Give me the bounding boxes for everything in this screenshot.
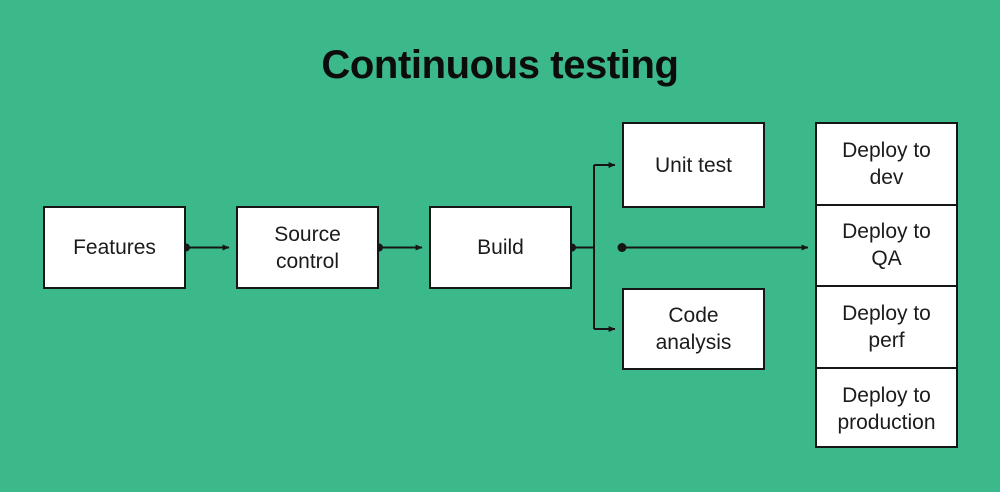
deploy-cell-perf-label: Deploy to perf	[842, 301, 931, 352]
deploy-cell-production[interactable]: Deploy to production	[817, 369, 956, 451]
node-features-label: Features	[73, 236, 156, 259]
deploy-cell-qa-label: Deploy to QA	[842, 220, 931, 271]
deploy-cell-qa[interactable]: Deploy to QA	[817, 206, 956, 287]
node-unit-test-label: Unit test	[654, 153, 733, 177]
deploy-cell-dev[interactable]: Deploy to dev	[817, 124, 956, 206]
deploy-cell-perf[interactable]: Deploy to perf	[817, 287, 956, 369]
edge-build-to-deploy-stack	[617, 243, 809, 252]
page-title: Continuous testing	[321, 43, 679, 87]
deploy-cell-dev-label: Deploy to dev	[842, 138, 931, 189]
deploy-stack: Deploy to dev Deploy to QA Deploy to per…	[815, 122, 958, 448]
node-build[interactable]: Build	[429, 206, 572, 289]
node-source-control[interactable]: Source control	[236, 206, 379, 289]
edge-source-control-to-build	[375, 243, 423, 252]
node-source-control-label: Source control	[274, 222, 341, 273]
node-code-analysis-label: Code analysis	[655, 304, 732, 354]
deploy-cell-production-label: Deploy to production	[837, 384, 936, 435]
node-unit-test[interactable]: Unit test	[622, 122, 765, 208]
edge-features-to-source-control	[182, 243, 230, 252]
node-features[interactable]: Features	[43, 206, 186, 289]
node-code-analysis[interactable]: Code analysis	[622, 288, 765, 370]
node-build-label: Build	[477, 236, 524, 259]
